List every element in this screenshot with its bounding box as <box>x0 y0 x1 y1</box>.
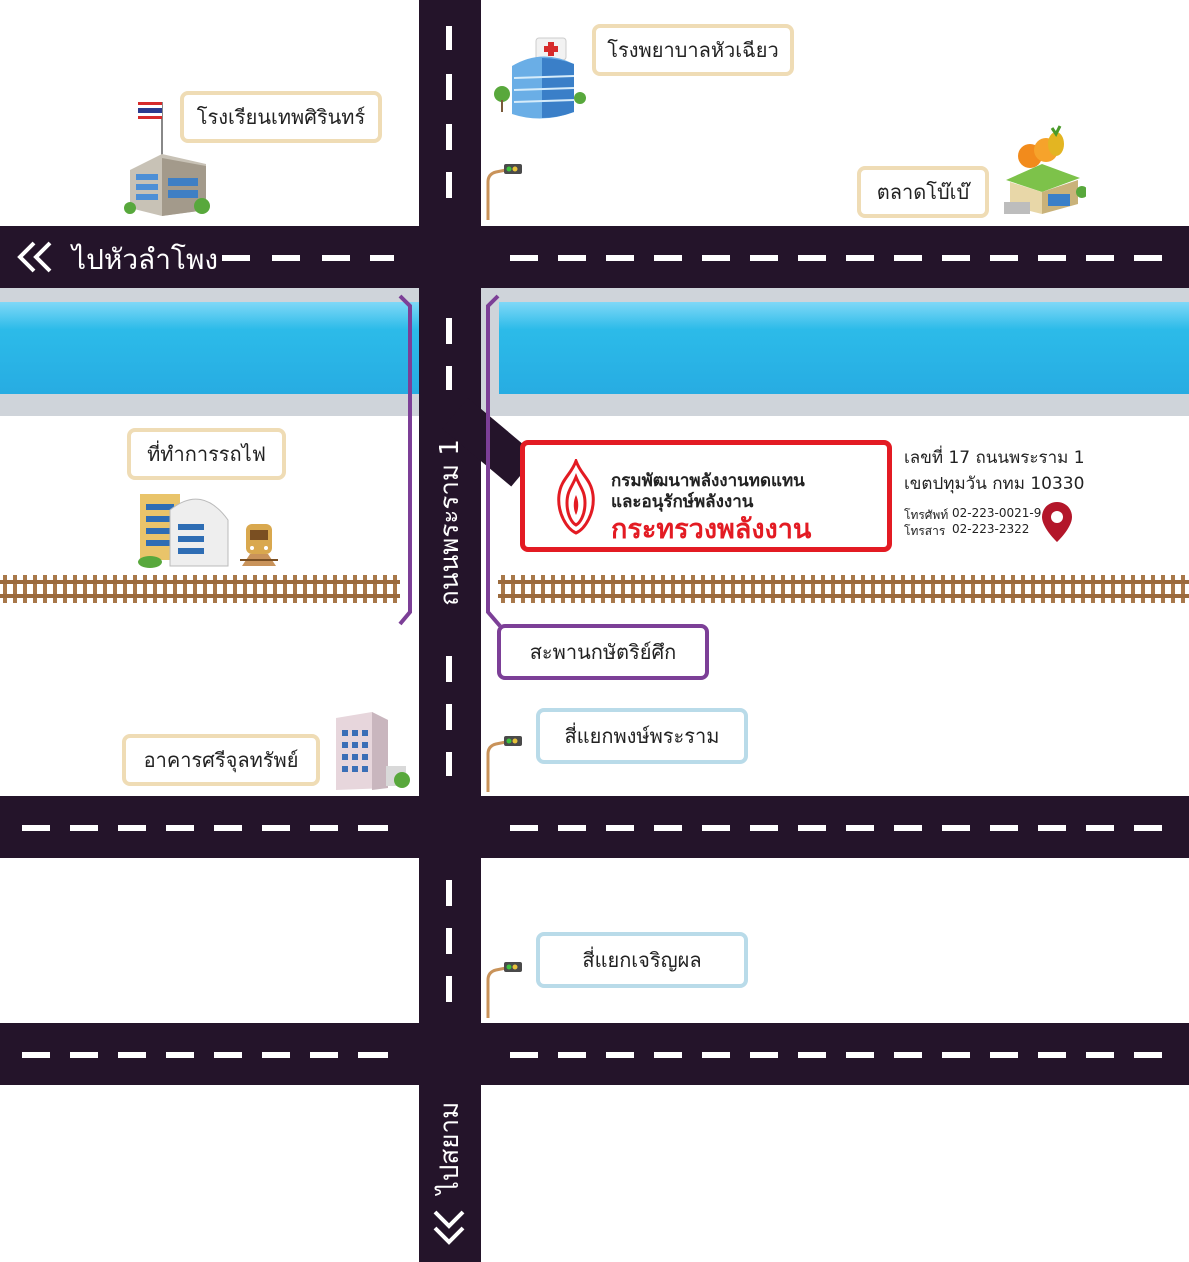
railway-office-building-icon <box>138 494 229 568</box>
road-label-rama1: ถนนพระราม 1 <box>435 439 465 606</box>
railway-right <box>498 575 1189 603</box>
ministry-department-line2: และอนุรักษ์พลังงาน <box>611 492 754 512</box>
market-building-icon <box>1004 125 1086 214</box>
label-hospital: โรงพยาบาลหัวเฉียว <box>592 24 794 76</box>
road-label-hualamphong: ไปหัวลำโพง <box>72 243 219 276</box>
road-rama1 <box>419 0 481 1262</box>
bridge-bracket-right <box>486 294 502 628</box>
label-market: ตลาดโบ๊เบ๊ <box>857 166 989 218</box>
label-railway-office: ที่ทำการรถไฟ <box>127 428 286 480</box>
railway-left <box>0 575 400 603</box>
ministry-label-box: กรมพัฒนาพลังงานทดแทน และอนุรักษ์พลังงาน … <box>520 440 892 552</box>
traffic-light-icon <box>486 164 522 220</box>
ministry-department-line1: กรมพัฒนาพลังงานทดแทน <box>611 471 805 491</box>
flame-logo-icon <box>557 459 595 535</box>
label-intersection-charoenphon: สี่แยกเจริญผล <box>536 932 748 988</box>
label-intersection-phongphraram: สี่แยกพงษ์พระราม <box>536 708 748 764</box>
road-label-siam: ไปสยาม <box>435 1101 465 1195</box>
river-left <box>0 288 419 416</box>
fax-number: 02-223-2322 <box>952 522 1030 536</box>
address-line2: เขตปทุมวัน กทม 10330 <box>904 474 1085 494</box>
office-building-icon <box>336 712 410 790</box>
address-line1: เลขที่ 17 ถนนพระราม 1 <box>904 448 1085 468</box>
label-bridge: สะพานกษัตริย์ศึก <box>497 624 709 680</box>
traffic-light-icon <box>486 962 522 1018</box>
label-school: โรงเรียนเทพศิรินทร์ <box>180 91 382 143</box>
river-right <box>481 288 1189 416</box>
train-icon <box>240 524 278 566</box>
location-pin-icon <box>1042 502 1072 542</box>
chevron-left-icon <box>16 240 56 278</box>
label-building: อาคารศรีจุลทรัพย์ <box>122 734 320 786</box>
hospital-building-icon <box>494 37 586 119</box>
fax-label: โทรสาร <box>904 524 946 538</box>
chevron-down-icon <box>432 1208 466 1252</box>
phone-number: 02-223-0021-9 <box>952 506 1042 520</box>
traffic-light-icon <box>486 736 522 792</box>
ministry-name: กระทรวงพลังงาน <box>611 514 812 545</box>
phone-label: โทรศัพท์ <box>904 508 949 522</box>
school-building-icon <box>124 102 210 216</box>
bridge-bracket-left <box>398 294 412 626</box>
